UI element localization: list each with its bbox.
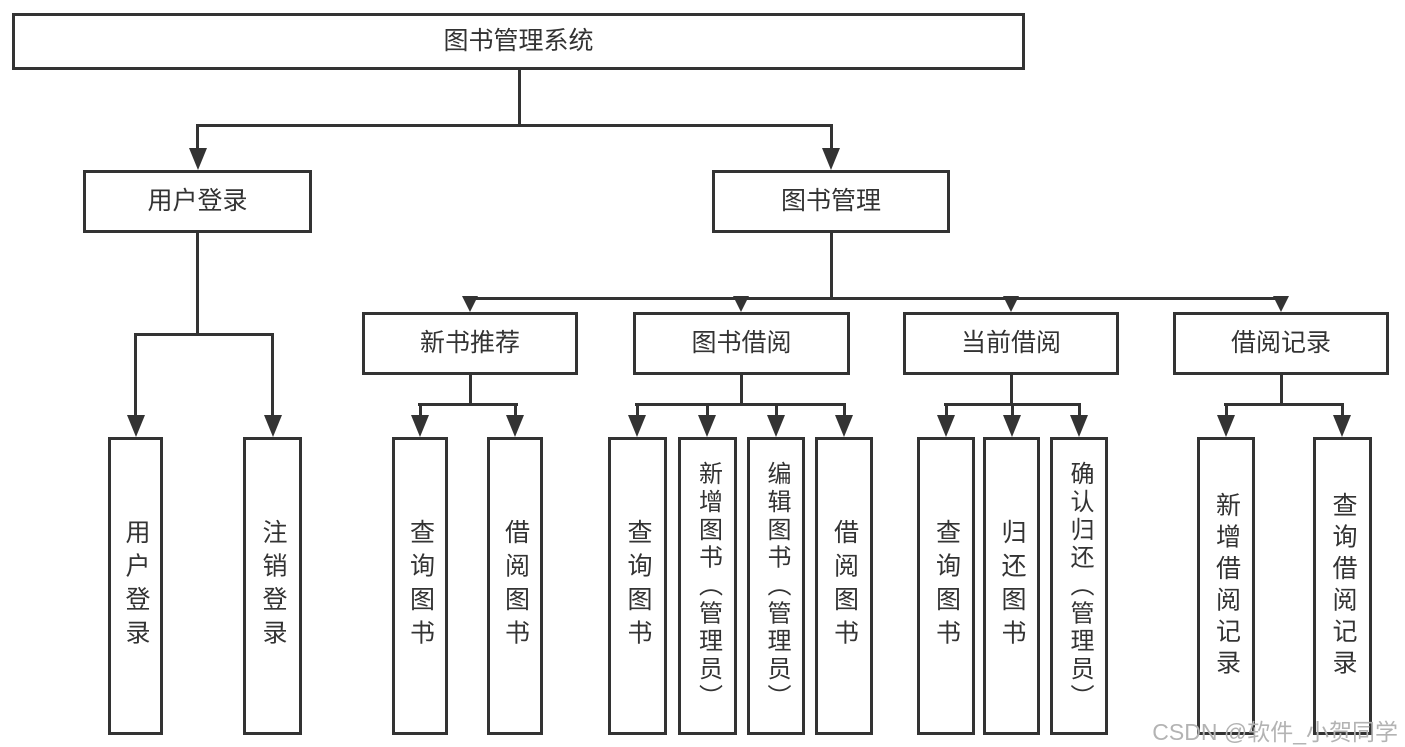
connector-l3-bar — [469, 297, 1283, 300]
node-label: 借阅图书 — [830, 519, 859, 653]
connector-stem — [469, 374, 472, 406]
connector-stem — [830, 232, 833, 300]
connector-stem — [196, 124, 199, 152]
connector-stem — [706, 403, 709, 417]
node-library-system: 图书管理系统 — [12, 13, 1025, 70]
arrowhead-down — [1003, 296, 1019, 312]
arrowhead-down — [264, 415, 282, 437]
node-borrow-records: 借阅记录 — [1173, 312, 1389, 375]
connector-stem — [1010, 374, 1013, 406]
node-label: 查询图书 — [406, 519, 435, 653]
arrowhead-down — [733, 296, 749, 312]
node-label: 用户登录 — [147, 187, 248, 215]
arrowhead-down — [506, 415, 524, 437]
connector-stem — [134, 333, 137, 417]
connector-bar — [134, 333, 274, 336]
arrowhead-down — [1070, 415, 1088, 437]
arrowhead-down — [1273, 296, 1289, 312]
node-label: 编辑图书（管理员） — [763, 460, 790, 712]
node-label: 借阅记录 — [1230, 329, 1331, 357]
connector-root-stem — [518, 69, 521, 126]
connector-stem — [196, 232, 199, 336]
connector-stem — [514, 403, 517, 417]
csdn-watermark: CSDN @软件_小贺同学 — [1152, 719, 1398, 745]
connector-bar — [1224, 403, 1344, 406]
node-label: 新增图书（管理员） — [694, 460, 722, 712]
node-label: 查询图书 — [624, 519, 652, 653]
connector-bar — [635, 403, 846, 406]
connector-bar — [418, 403, 518, 406]
node-label: 当前借阅 — [960, 329, 1061, 357]
leaf-logout: 注销登录 — [243, 437, 302, 735]
leaf-query-books-2: 查询图书 — [608, 437, 667, 735]
leaf-query-books-1: 查询图书 — [392, 437, 448, 735]
arrowhead-down — [822, 148, 840, 170]
arrowhead-down — [411, 415, 429, 437]
node-current-borrow: 当前借阅 — [903, 312, 1119, 375]
arrowhead-down — [767, 415, 785, 437]
connector-stem — [1280, 374, 1283, 406]
node-label: 图书借阅 — [691, 329, 792, 357]
arrowhead-down — [698, 415, 716, 437]
node-label: 图书管理系统 — [443, 27, 594, 55]
connector-stem — [945, 403, 948, 417]
node-label: 新增借阅记录 — [1212, 491, 1241, 681]
connector-stem — [843, 403, 846, 417]
connector-stem — [271, 333, 274, 417]
arrowhead-down — [127, 415, 145, 437]
connector-stem — [1341, 403, 1344, 417]
arrowhead-down — [1003, 415, 1021, 437]
connector-stem — [830, 124, 833, 152]
node-label: 确认归还（管理员） — [1066, 460, 1093, 712]
connector-stem — [1225, 403, 1228, 417]
arrowhead-down — [462, 296, 478, 312]
leaf-confirm-return-admin: 确认归还（管理员） — [1050, 437, 1108, 735]
leaf-add-borrow-record: 新增借阅记录 — [1197, 437, 1255, 735]
leaf-query-books-3: 查询图书 — [917, 437, 975, 735]
arrowhead-down — [937, 415, 955, 437]
arrowhead-down — [628, 415, 646, 437]
arrowhead-down — [189, 148, 207, 170]
node-label: 图书管理 — [780, 187, 881, 215]
node-label: 归还图书 — [998, 519, 1026, 653]
leaf-user-login: 用户登录 — [108, 437, 163, 735]
leaf-borrow-books-2: 借阅图书 — [815, 437, 873, 735]
connector-stem — [636, 403, 639, 417]
connector-stem — [740, 374, 743, 406]
connector-stem — [1011, 403, 1014, 417]
node-label: 用户登录 — [122, 519, 150, 653]
leaf-return-books: 归还图书 — [983, 437, 1040, 735]
node-book-management: 图书管理 — [712, 170, 950, 233]
arrowhead-down — [1217, 415, 1235, 437]
connector-stem — [775, 403, 778, 417]
leaf-add-books-admin: 新增图书（管理员） — [678, 437, 737, 735]
leaf-edit-books-admin: 编辑图书（管理员） — [747, 437, 805, 735]
node-label: 查询借阅记录 — [1329, 491, 1357, 681]
node-new-book-recommend: 新书推荐 — [362, 312, 578, 375]
node-book-borrow: 图书借阅 — [633, 312, 850, 375]
arrowhead-down — [1333, 415, 1351, 437]
node-label: 新书推荐 — [419, 329, 520, 357]
arrowhead-down — [835, 415, 853, 437]
node-label: 查询图书 — [932, 519, 961, 653]
leaf-query-borrow-record: 查询借阅记录 — [1313, 437, 1372, 735]
node-label: 借阅图书 — [501, 519, 530, 653]
connector-stem — [1078, 403, 1081, 417]
connector-stem — [419, 403, 422, 417]
leaf-borrow-books-1: 借阅图书 — [487, 437, 543, 735]
node-label: 注销登录 — [259, 519, 287, 653]
node-user-login: 用户登录 — [83, 170, 312, 233]
connector-l2-bar — [196, 124, 833, 127]
